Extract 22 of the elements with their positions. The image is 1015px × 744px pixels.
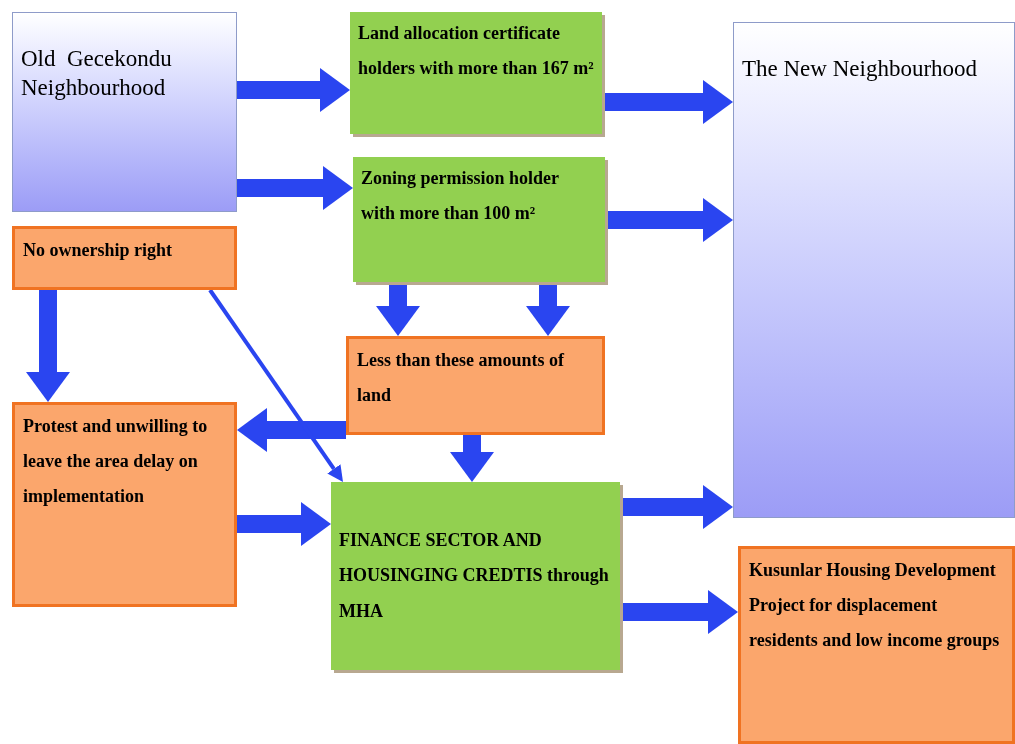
arrow [620, 485, 733, 529]
process-box: Land allocation certificate holders with more than 167 m² [350, 12, 602, 134]
arrow [237, 502, 331, 546]
arrow [526, 282, 570, 336]
note-box: Protest and unwilling to leave the area delay on implementation [12, 402, 237, 607]
arrow [620, 590, 738, 634]
note-box: No ownership right [12, 226, 237, 290]
arrow [208, 288, 343, 482]
arrow [602, 80, 733, 124]
arrow [605, 198, 733, 242]
process-box: FINANCE SECTOR AND HOUSINGING CREDTIS through MHA [331, 482, 620, 670]
note-box: Less than these amounts of land [346, 336, 605, 435]
arrow [237, 166, 353, 210]
process-box: Zoning permission holder with more than 100 m² [353, 157, 605, 282]
note-box: Kusunlar Housing Development Project for displacement residents and low income groups [738, 546, 1015, 744]
arrow [237, 68, 350, 112]
neighbourhood-box: Old Gecekondu Neighbourhood [12, 12, 237, 212]
arrow [26, 290, 70, 402]
arrow [237, 408, 346, 452]
neighbourhood-box: The New Neighbourhood [733, 22, 1015, 518]
arrow [450, 435, 494, 482]
arrow [376, 282, 420, 336]
